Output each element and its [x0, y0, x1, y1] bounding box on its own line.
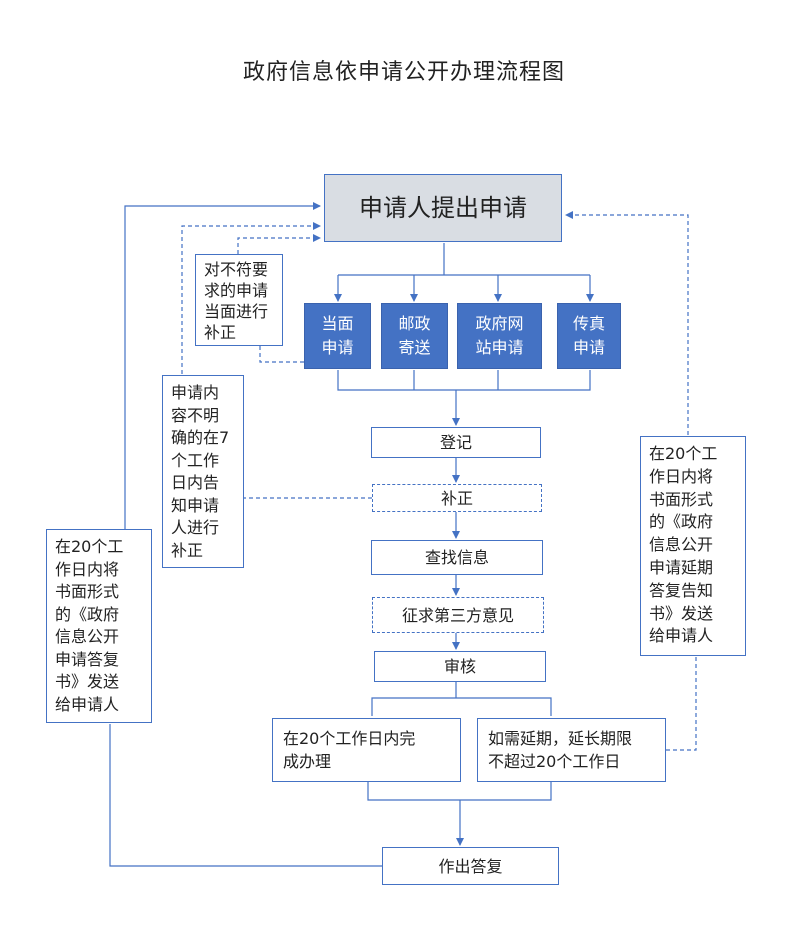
- review-box: 审核: [374, 651, 546, 682]
- third-party-label: 征求第三方意见: [401, 605, 514, 625]
- channel-fax-label: 传真 申请: [572, 314, 605, 357]
- review-label: 审核: [443, 657, 476, 676]
- supplement-box: 补正: [372, 484, 542, 512]
- register-label: 登记: [439, 433, 472, 452]
- register-box: 登记: [371, 427, 541, 458]
- apply-label: 申请人提出申请: [359, 193, 527, 222]
- apply-box: 申请人提出申请: [324, 174, 562, 242]
- extension-loop: [666, 656, 697, 751]
- face-correction-up: [181, 222, 321, 374]
- channel-post-label: 邮政 寄送: [398, 314, 431, 357]
- unclear-content-note: 申请内 容不明 确的在7 个工作 日内告 知申请 人进行 补正: [162, 375, 244, 568]
- review-split: [371, 682, 552, 716]
- channel-post: 邮政 寄送: [381, 303, 448, 369]
- page-title: 政府信息依申请公开办理流程图: [242, 60, 565, 85]
- third-party-box: 征求第三方意见: [372, 597, 544, 633]
- extend-label: 如需延期，延长期限 不超过20个工作日: [488, 729, 633, 771]
- reply-box: 作出答复: [382, 847, 559, 885]
- reply-loop-left: [109, 724, 382, 867]
- reply-letter-note: 在20个工 作日内将 书面形式 的《政府 信息公开 申请答复 书》发送 给申请人: [46, 529, 152, 723]
- complete-label: 在20个工作日内完 成办理: [283, 729, 416, 771]
- complete-box: 在20个工作日内完 成办理: [272, 718, 461, 782]
- channel-bus-bottom: [337, 370, 591, 391]
- extension-loop-up: [565, 211, 689, 435]
- face-correction-top: [237, 234, 321, 254]
- outcomes-join: [367, 782, 552, 801]
- channel-face: 当面 申请: [304, 303, 371, 369]
- reply-label: 作出答复: [438, 856, 503, 876]
- channel-face-label: 当面 申请: [321, 314, 354, 357]
- extension-letter-note: 在20个工 作日内将 书面形式 的《政府 信息公开 申请延期 答复告知 书》发送…: [640, 436, 746, 656]
- face-correction-loop: [259, 344, 304, 363]
- face-correction-note: 对不符要 求的申请 当面进行 补正: [195, 254, 283, 346]
- search-label: 查找信息: [424, 548, 489, 567]
- supplement-label: 补正: [440, 488, 473, 508]
- extend-box: 如需延期，延长期限 不超过20个工作日: [477, 718, 666, 782]
- reply-loop-up: [124, 202, 321, 530]
- channel-web-label: 政府网 站申请: [475, 314, 524, 357]
- channel-web: 政府网 站申请: [457, 303, 542, 369]
- search-box: 查找信息: [371, 540, 543, 575]
- channel-fax: 传真 申请: [557, 303, 621, 369]
